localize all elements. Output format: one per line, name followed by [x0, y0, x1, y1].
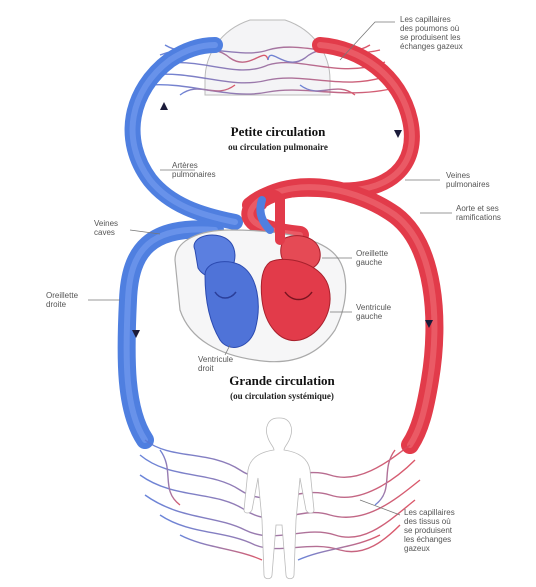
svg-text:droit: droit: [198, 364, 214, 373]
aorta-label: Aorte et ses ramifications: [420, 204, 501, 222]
svg-text:Les capillaires: Les capillaires: [404, 508, 455, 517]
svg-text:échanges gazeux: échanges gazeux: [400, 42, 463, 51]
svg-text:des poumons où: des poumons où: [400, 24, 459, 33]
systemic-title: Grande circulation: [229, 373, 335, 388]
svg-text:pulmonaires: pulmonaires: [446, 180, 490, 189]
svg-text:les échanges: les échanges: [404, 535, 451, 544]
svg-text:Ventricule: Ventricule: [198, 355, 234, 364]
human-silhouette: [244, 418, 314, 579]
body-capillary-network: [140, 418, 420, 579]
svg-text:pulmonaires: pulmonaires: [172, 170, 216, 179]
svg-text:ramifications: ramifications: [456, 213, 501, 222]
svg-text:droite: droite: [46, 300, 67, 309]
svg-text:gauche: gauche: [356, 312, 383, 321]
svg-text:Oreillette: Oreillette: [356, 249, 389, 258]
pulmonary-veins-label: Veines pulmonaires: [405, 171, 490, 189]
svg-text:Veines: Veines: [94, 219, 118, 228]
svg-text:Les capillaires: Les capillaires: [400, 15, 451, 24]
pulmonary-arteries-label: Artères pulmonaires: [160, 161, 216, 179]
svg-text:caves: caves: [94, 228, 115, 237]
svg-text:Artères: Artères: [172, 161, 198, 170]
pulmonary-title: Petite circulation: [231, 124, 326, 139]
svg-text:gazeux: gazeux: [404, 544, 430, 553]
svg-text:se produisent: se produisent: [404, 526, 453, 535]
svg-text:Aorte et ses: Aorte et ses: [456, 204, 499, 213]
svg-text:Oreillette: Oreillette: [46, 291, 79, 300]
svg-text:gauche: gauche: [356, 258, 383, 267]
svg-text:se produisent les: se produisent les: [400, 33, 460, 42]
right-atrium-label: Oreillette droite: [46, 291, 120, 309]
svg-text:Veines: Veines: [446, 171, 470, 180]
svg-text:des tissus où: des tissus où: [404, 517, 451, 526]
pulmonary-subtitle: ou circulation pulmonaire: [228, 142, 328, 152]
systemic-subtitle: (ou circulation systémique): [230, 391, 334, 401]
svg-text:Ventricule: Ventricule: [356, 303, 392, 312]
